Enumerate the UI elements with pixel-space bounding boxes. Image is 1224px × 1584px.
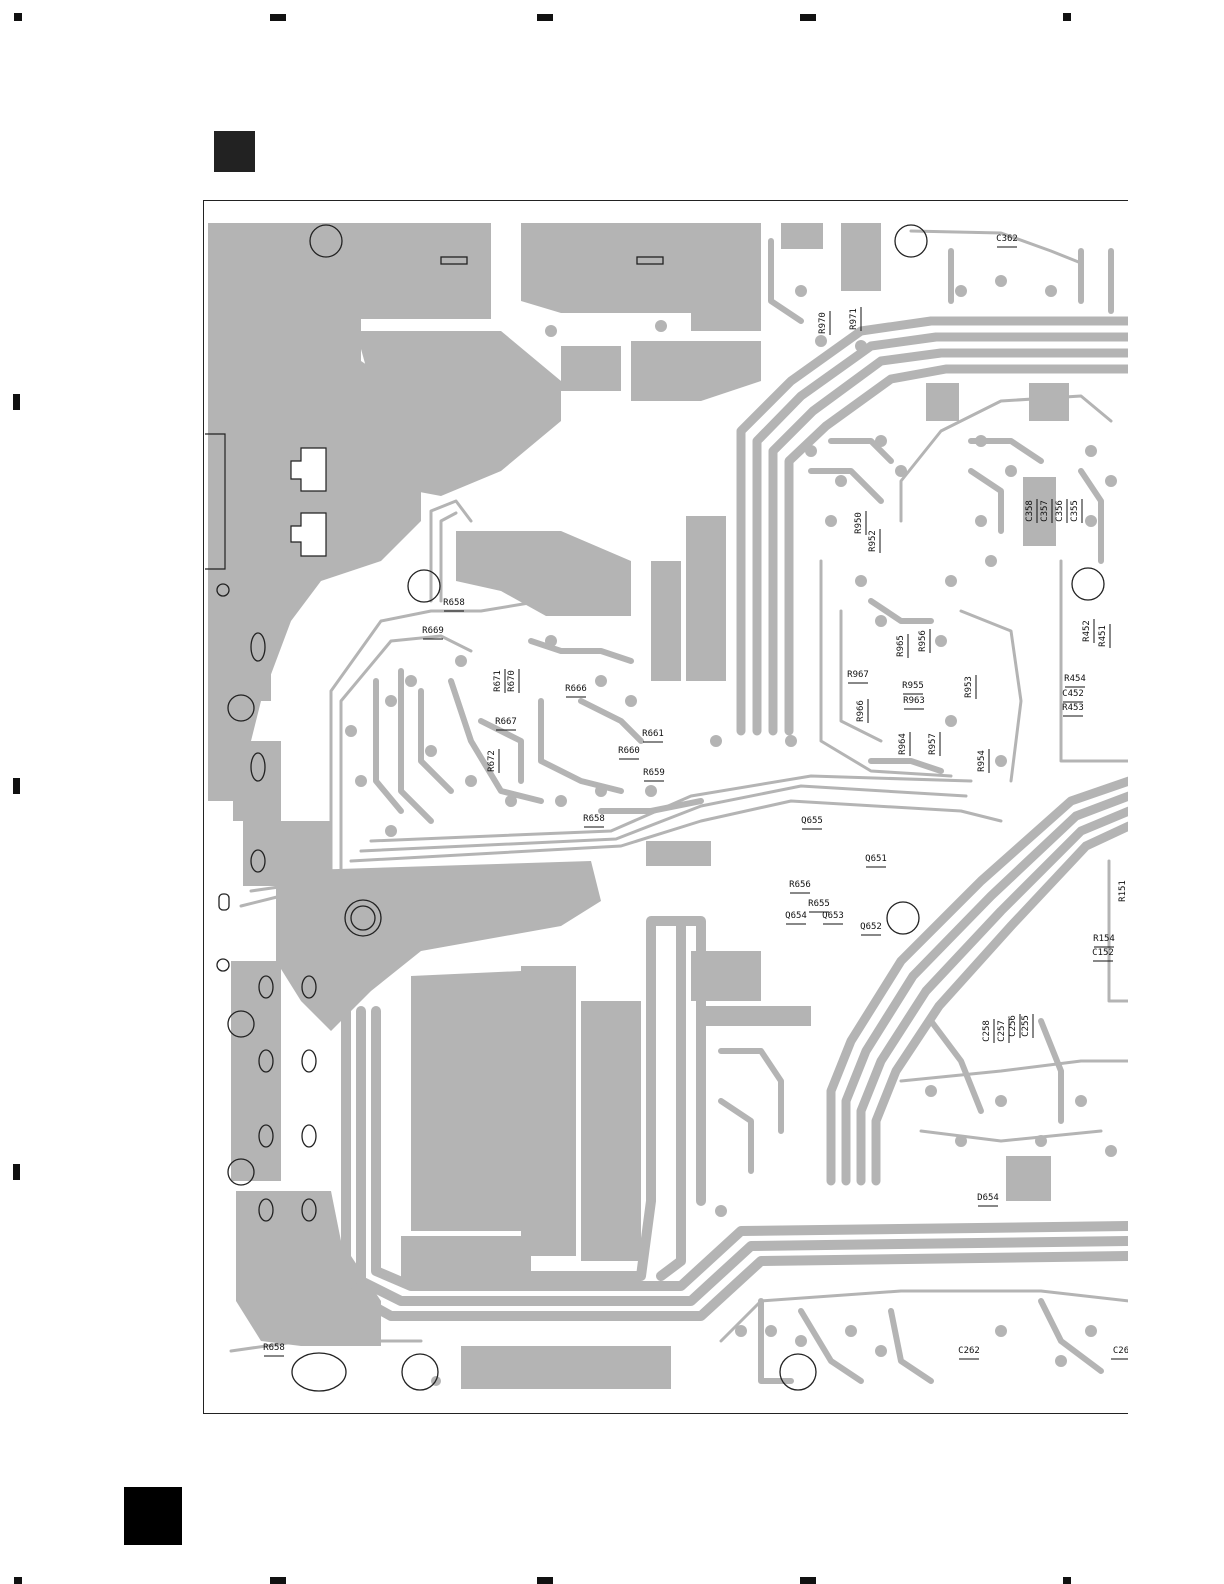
registration-mark-top-4 [800, 14, 816, 21]
component-label-c26: C26 [1113, 1346, 1128, 1356]
registration-mark-bottom-3 [537, 1577, 553, 1584]
component-label-q653: Q653 [822, 911, 844, 921]
component-label-c256: C256 [1008, 1015, 1018, 1037]
component-label-d654: D654 [977, 1193, 999, 1203]
component-label-r655: R655 [808, 899, 830, 909]
component-label-r658: R658 [443, 598, 465, 608]
component-label-c356: C356 [1055, 500, 1065, 522]
component-label-r952: R952 [868, 530, 878, 552]
component-label-r955: R955 [902, 681, 924, 691]
component-label-r656: R656 [789, 880, 811, 890]
registration-mark-top-1 [14, 13, 22, 21]
component-label-r950: R950 [854, 512, 864, 534]
section-marker-square [214, 131, 255, 172]
component-label-r452: R452 [1082, 620, 1092, 642]
component-label-c262: C262 [958, 1346, 980, 1356]
component-label-r661: R661 [642, 729, 664, 739]
component-label-c355: C355 [1070, 500, 1080, 522]
component-label-c362: C362 [996, 234, 1018, 244]
component-label-c255: C255 [1021, 1015, 1031, 1037]
component-label-q655: Q655 [801, 816, 823, 826]
component-label-r672: R672 [487, 750, 497, 772]
copper-planes [208, 223, 1069, 1389]
component-label-r966: R966 [856, 700, 866, 722]
component-label-c357: C357 [1040, 500, 1050, 522]
component-label-r151: R151 [1118, 880, 1128, 902]
page-marker-square [124, 1487, 182, 1545]
component-label-r659: R659 [643, 768, 665, 778]
component-label-r667: R667 [495, 717, 517, 727]
component-label-r669: R669 [422, 626, 444, 636]
component-label-r964: R964 [898, 733, 908, 755]
component-label-r954: R954 [977, 750, 987, 772]
component-label-c452: C452 [1062, 689, 1084, 699]
registration-mark-top-3 [537, 14, 553, 21]
registration-mark-bottom-2 [270, 1577, 286, 1584]
component-label-r660: R660 [618, 746, 640, 756]
registration-mark-top-5 [1063, 13, 1071, 21]
registration-mark-top-2 [270, 14, 286, 21]
component-label-r658: R658 [263, 1343, 285, 1353]
component-label-c258: C258 [982, 1020, 992, 1042]
component-label-r953: R953 [964, 676, 974, 698]
registration-mark-left-2 [13, 778, 20, 794]
registration-mark-bottom-4 [800, 1577, 816, 1584]
component-label-r965: R965 [896, 635, 906, 657]
registration-mark-left-1 [13, 394, 20, 410]
component-label-r967: R967 [847, 670, 869, 680]
component-label-r671: R671 [493, 670, 503, 692]
component-label-c257: C257 [997, 1020, 1007, 1042]
component-label-q651: Q651 [865, 854, 887, 864]
component-label-r963: R963 [903, 696, 925, 706]
component-label-r670: R670 [507, 670, 517, 692]
component-label-r454: R454 [1064, 674, 1086, 684]
component-label-c152: C152 [1092, 948, 1114, 958]
component-label-r957: R957 [928, 733, 938, 755]
registration-mark-left-3 [13, 1164, 20, 1180]
component-label-r453: R453 [1062, 703, 1084, 713]
component-label-r666: R666 [565, 684, 587, 694]
component-label-r658: R658 [583, 814, 605, 824]
component-label-r451: R451 [1098, 625, 1108, 647]
registration-mark-bottom-1 [14, 1577, 22, 1584]
component-label-r971: R971 [849, 308, 859, 330]
component-label-c358: C358 [1025, 500, 1035, 522]
component-label-q652: Q652 [860, 922, 882, 932]
component-label-r956: R956 [918, 630, 928, 652]
component-label-r970: R970 [818, 312, 828, 334]
component-label-q654: Q654 [785, 911, 807, 921]
registration-mark-bottom-5 [1063, 1577, 1071, 1584]
component-label-r154: R154 [1093, 934, 1115, 944]
